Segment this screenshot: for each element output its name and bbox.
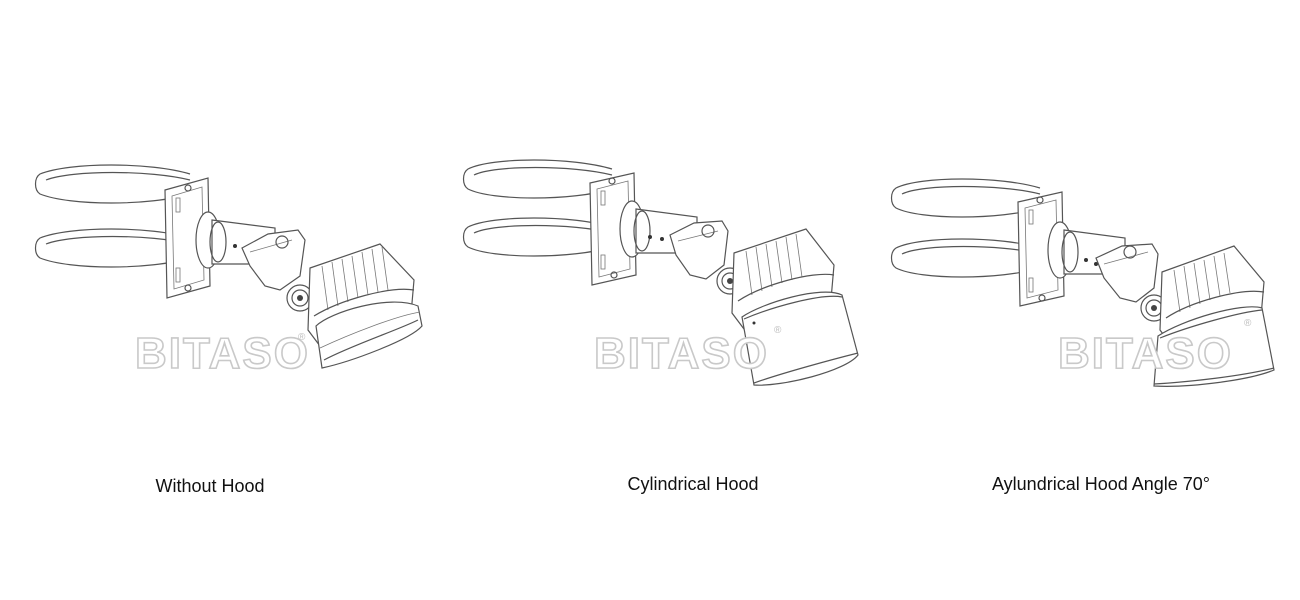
cylindrical-hood: [741, 291, 859, 386]
pipe-clamp-rings: [890, 178, 1041, 278]
caption-cylindrical-hood: Cylindrical Hood: [627, 474, 759, 494]
lamp-drawing-without-hood: BITASO ®: [34, 164, 423, 379]
angled-hood: [1153, 306, 1275, 387]
watermark: BITASO ®: [593, 325, 782, 379]
svg-text:®: ®: [1244, 318, 1252, 329]
lamp-drawing-angled-hood: BITASO ®: [890, 178, 1275, 387]
lamp-drawing-cylindrical-hood: BITASO ®: [462, 159, 859, 386]
figure-cylindrical-hood: BITASO ®: [462, 135, 862, 395]
svg-text:®: ®: [298, 332, 306, 343]
svg-text:®: ®: [774, 325, 782, 336]
lens-ring: [315, 301, 423, 369]
figure-without-hood: BITASO ®: [30, 140, 430, 400]
caption-without-hood: Without Hood: [155, 476, 265, 496]
mounting-plate: [164, 177, 211, 299]
mounting-plate: [589, 172, 637, 286]
pipe-clamp-rings: [462, 159, 613, 257]
caption-angled-hood: Aylundrical Hood Angle 70°: [991, 474, 1211, 494]
swivel-bracket: [1095, 243, 1168, 322]
swivel-bracket: [669, 220, 744, 295]
mounting-plate: [1017, 191, 1065, 307]
svg-text:BITASO: BITASO: [135, 329, 310, 378]
watermark: BITASO ®: [134, 328, 310, 379]
swivel-bracket: [241, 229, 314, 312]
watermark: BITASO ®: [1057, 318, 1252, 379]
figure-angled-hood: BITASO ®: [890, 140, 1290, 400]
svg-text:BITASO: BITASO: [1058, 329, 1233, 378]
svg-text:BITASO: BITASO: [594, 329, 769, 378]
